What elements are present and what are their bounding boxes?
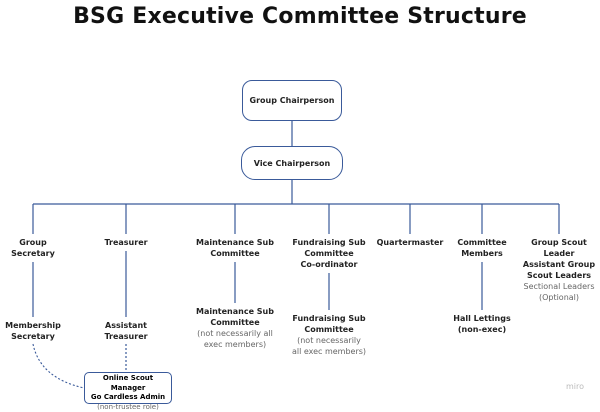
fundraising-label-text: Co-ordinator bbox=[292, 259, 365, 270]
quartermaster-node[interactable]: Quartermaster bbox=[377, 237, 444, 248]
maintenance-sub-label-text: (not necessarily all bbox=[196, 328, 274, 339]
committee-sub-label-text: Hall Lettings bbox=[453, 313, 510, 324]
maintenance-sub-label-text: Committee bbox=[196, 317, 274, 328]
scout-label-text: Group Scout bbox=[523, 237, 595, 248]
treasurer-label-text: Treasurer bbox=[104, 237, 147, 248]
group-chairperson-node[interactable]: Group Chairperson bbox=[242, 80, 342, 121]
fundraising-sub-label-text: all exec members) bbox=[292, 346, 366, 357]
vice-chairperson-node[interactable]: Vice Chairperson bbox=[241, 146, 343, 180]
scout-label-text: (Optional) bbox=[523, 292, 595, 303]
committee-label-text: Members bbox=[457, 248, 506, 259]
admin-label-text: Online Scout Manager bbox=[85, 374, 171, 393]
maintenance-sub-label-text: Maintenance Sub bbox=[196, 306, 274, 317]
admin-label-text: (non-trustee role) bbox=[85, 403, 171, 412]
secretary-to-admin-dashed-line bbox=[33, 344, 84, 388]
committee-sub-node[interactable]: Hall Lettings(non-exec) bbox=[453, 313, 510, 335]
scout-label-text: Sectional Leaders bbox=[523, 281, 595, 292]
scout-label-text: Leader bbox=[523, 248, 595, 259]
secretary-sub-label-text: Membership bbox=[5, 320, 61, 331]
treasurer-sub-label-text: Treasurer bbox=[104, 331, 147, 342]
scout-label-text: Scout Leaders bbox=[523, 270, 595, 281]
fundraising-sub-label-text: (not necessarily bbox=[292, 335, 366, 346]
treasurer-sub-label-text: Assistant bbox=[104, 320, 147, 331]
miro-watermark: miro bbox=[566, 382, 584, 391]
secretary-label-text: Secretary bbox=[11, 248, 55, 259]
committee-sub-label-text: (non-exec) bbox=[453, 324, 510, 335]
maintenance-sub-label-text: exec members) bbox=[196, 339, 274, 350]
quartermaster-label-text: Quartermaster bbox=[377, 237, 444, 248]
fundraising-sub-label-text: Committee bbox=[292, 324, 366, 335]
secretary-sub-label-text: Secretary bbox=[5, 331, 61, 342]
secretary-label-text: Group bbox=[11, 237, 55, 248]
fundraising-sub-label-text: Fundraising Sub bbox=[292, 313, 366, 324]
treasurer-node[interactable]: Treasurer bbox=[104, 237, 147, 248]
committee-label-text: Committee bbox=[457, 237, 506, 248]
maintenance-label-text: Maintenance Sub bbox=[196, 237, 274, 248]
scout-label-text: Assistant Group bbox=[523, 259, 595, 270]
fundraising-label-text: Fundraising Sub bbox=[292, 237, 365, 248]
maintenance-label-text: Committee bbox=[196, 248, 274, 259]
admin-label-text: Go Cardless Admin bbox=[85, 393, 171, 403]
fundraising-label-text: Committee bbox=[292, 248, 365, 259]
